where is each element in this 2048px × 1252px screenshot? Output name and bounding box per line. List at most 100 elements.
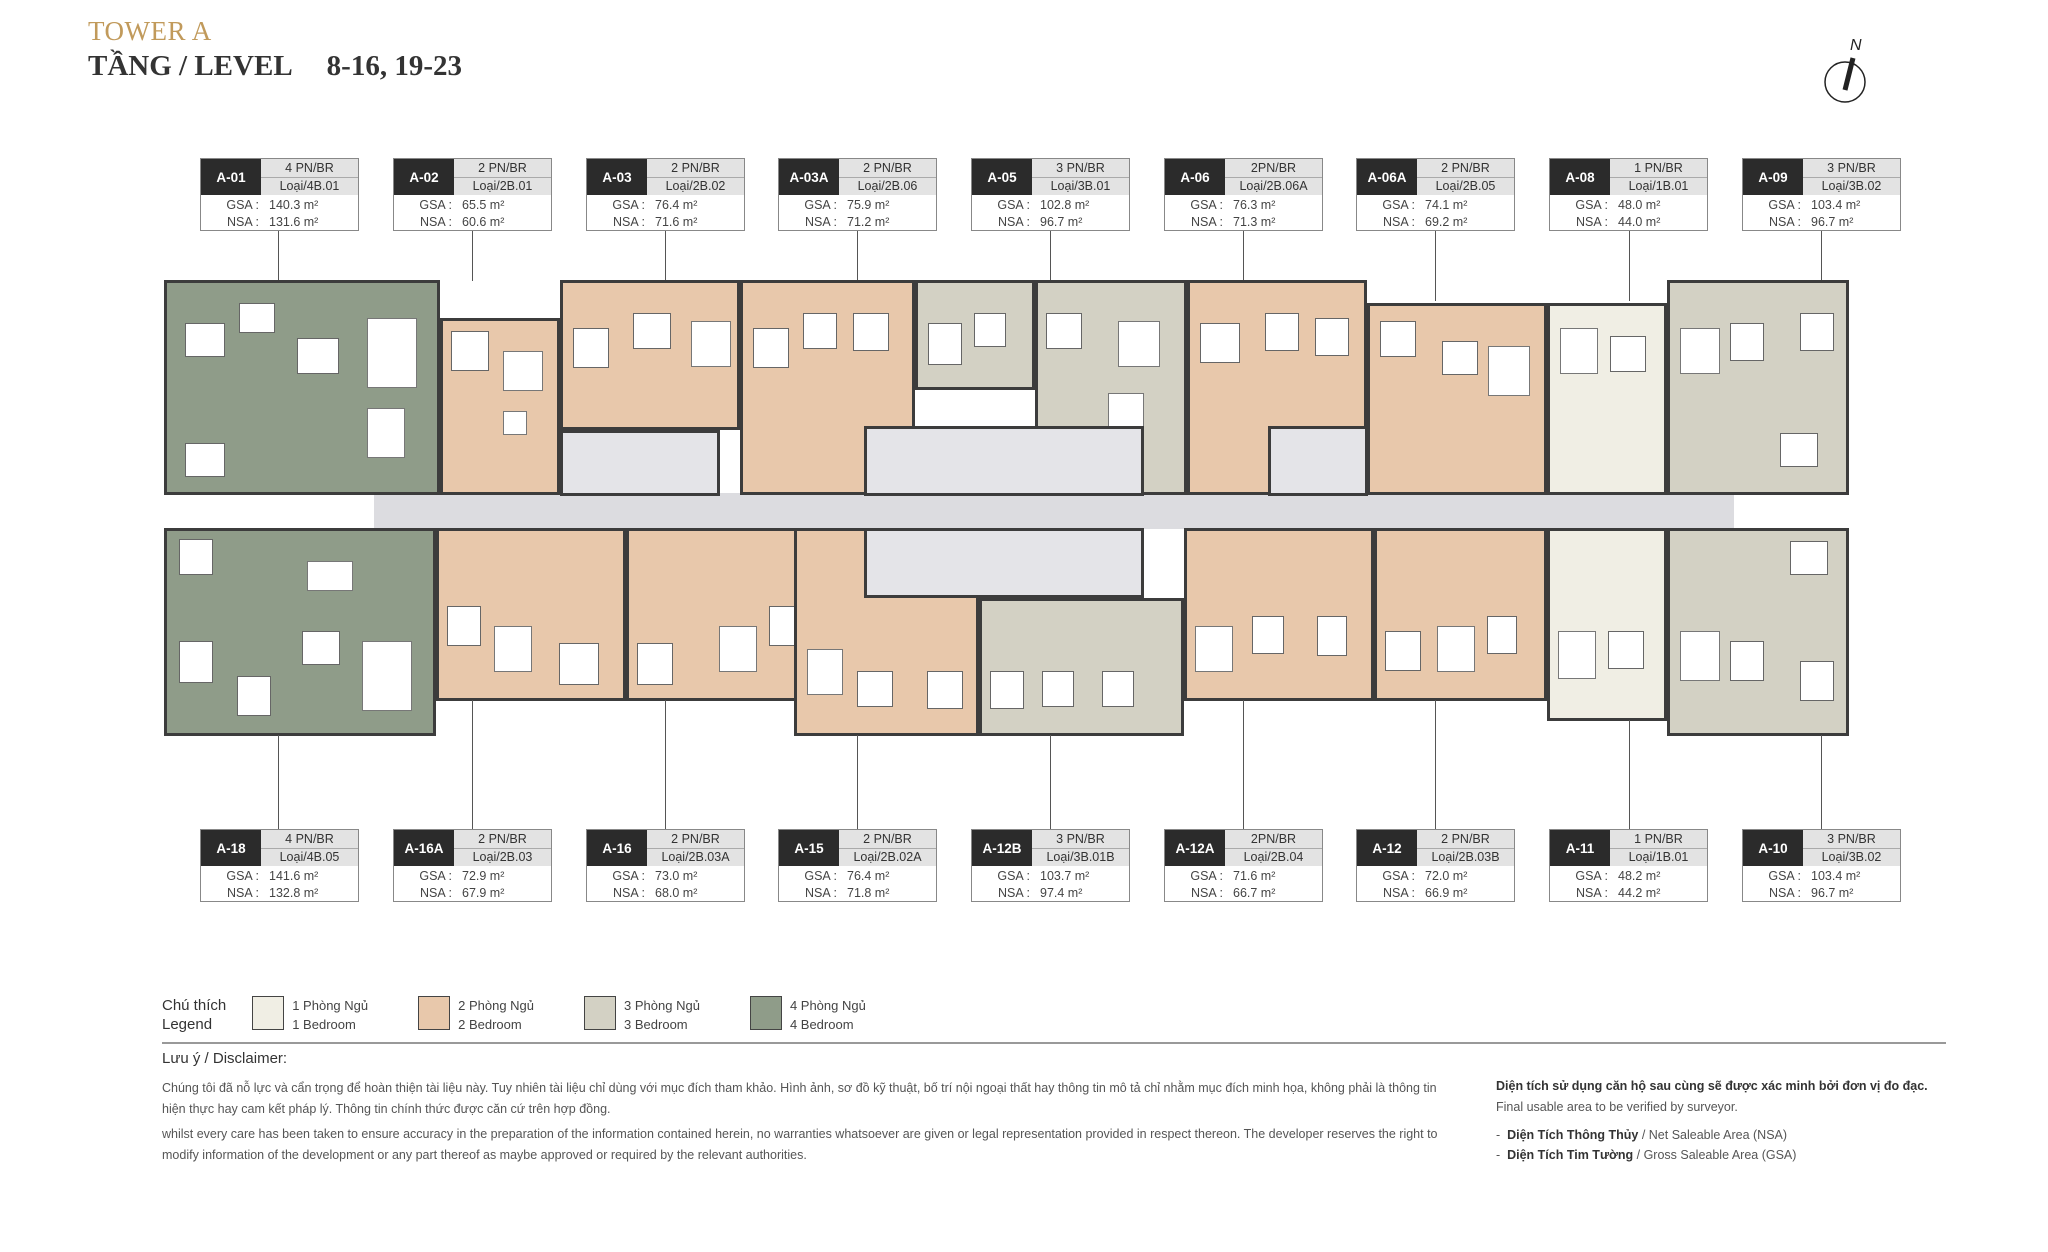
- leader-line: [472, 700, 473, 830]
- unit-a-01[interactable]: [164, 280, 440, 495]
- nsa-label: NSA :: [805, 885, 837, 900]
- unit-bedrooms: 3 PN/BR: [1803, 830, 1900, 849]
- unit-a-12a[interactable]: [1184, 528, 1374, 701]
- leader-line: [1050, 231, 1051, 281]
- nsa-value: 96.7 m²: [1811, 214, 1854, 229]
- legend-label-vi: 1 Phòng Ngủ: [292, 998, 369, 1013]
- unit-a-10[interactable]: [1667, 528, 1849, 736]
- unit-type: Loại/2B.02: [647, 177, 744, 195]
- leader-line: [1821, 231, 1822, 281]
- unit-a-02[interactable]: [440, 318, 560, 495]
- leader-line: [1243, 231, 1244, 281]
- gsa-label: GSA :: [1768, 868, 1801, 883]
- unit-a-18[interactable]: [164, 528, 436, 736]
- unit-id: A-16A: [394, 830, 454, 866]
- unit-type: Loại/3B.01: [1032, 177, 1129, 195]
- unit-a-16[interactable]: [626, 528, 806, 701]
- unit-type: Loại/2B.03B: [1417, 848, 1514, 866]
- leader-line: [1629, 720, 1630, 830]
- gsa-def-en: / Gross Saleable Area (GSA): [1633, 1148, 1797, 1162]
- nsa-value: 44.0 m²: [1618, 214, 1661, 229]
- gsa-label: GSA :: [419, 868, 452, 883]
- lift-core-south: [864, 528, 1144, 598]
- leader-line: [1435, 231, 1436, 301]
- unit-bedrooms: 2 PN/BR: [647, 830, 744, 849]
- unit-type: Loại/4B.01: [261, 177, 358, 195]
- stair-core-west: [560, 430, 720, 496]
- gsa-label: GSA :: [226, 197, 259, 212]
- gsa-label: GSA :: [1575, 868, 1608, 883]
- gsa-label: GSA :: [612, 197, 645, 212]
- nsa-value: 67.9 m²: [462, 885, 505, 900]
- legend-label-en: 3 Bedroom: [624, 1017, 688, 1032]
- nsa-label: NSA :: [1191, 214, 1223, 229]
- unit-bedrooms: 2 PN/BR: [454, 830, 551, 849]
- leader-line: [1435, 700, 1436, 830]
- north-compass-icon: N: [1820, 30, 1880, 110]
- unit-id: A-12A: [1165, 830, 1225, 866]
- nsa-value: 97.4 m²: [1040, 885, 1083, 900]
- gsa-value: 48.2 m²: [1618, 868, 1661, 883]
- nsa-value: 60.6 m²: [462, 214, 505, 229]
- unit-a-06a[interactable]: [1367, 303, 1547, 495]
- unit-a-08[interactable]: [1547, 303, 1667, 495]
- gsa-label: GSA :: [804, 868, 837, 883]
- unit-a-12[interactable]: [1374, 528, 1547, 701]
- nsa-value: 44.2 m²: [1618, 885, 1661, 900]
- unit-bedrooms: 3 PN/BR: [1032, 159, 1129, 178]
- floor-plan: [164, 278, 1884, 743]
- nsa-definition: - Diện Tích Thông Thủy / Net Saleable Ar…: [1496, 1128, 1788, 1142]
- gsa-label: GSA :: [1768, 197, 1801, 212]
- nsa-label: NSA :: [1576, 885, 1608, 900]
- gsa-value: 140.3 m²: [269, 197, 319, 212]
- unit-type: Loại/2B.05: [1417, 177, 1514, 195]
- legend-label-en: 1 Bedroom: [292, 1017, 356, 1032]
- nsa-label: NSA :: [227, 885, 259, 900]
- unit-id: A-05: [972, 159, 1032, 195]
- nsa-label: NSA :: [1383, 885, 1415, 900]
- unit-id: A-06: [1165, 159, 1225, 195]
- unit-id: A-03A: [779, 159, 839, 195]
- unit-bedrooms: 4 PN/BR: [261, 830, 358, 849]
- gsa-value: 73.0 m²: [655, 868, 698, 883]
- legend-swatch: [252, 996, 285, 1030]
- unit-a-09[interactable]: [1667, 280, 1849, 495]
- unit-a-05[interactable]: [915, 280, 1035, 390]
- unit-type: Loại/2B.02A: [839, 848, 936, 866]
- unit-a-16a[interactable]: [436, 528, 626, 701]
- gsa-definition: - Diện Tích Tim Tường / Gross Saleable A…: [1496, 1148, 1797, 1162]
- nsa-value: 131.6 m²: [269, 214, 319, 229]
- unit-a-03[interactable]: [560, 280, 740, 430]
- nsa-label: NSA :: [998, 885, 1030, 900]
- unit-id: A-10: [1743, 830, 1803, 866]
- nsa-value: 96.7 m²: [1040, 214, 1083, 229]
- nsa-label: NSA :: [420, 214, 452, 229]
- unit-type: Loại/3B.02: [1803, 848, 1900, 866]
- gsa-value: 75.9 m²: [847, 197, 890, 212]
- unit-a-12b[interactable]: [979, 598, 1184, 736]
- unit-a-11[interactable]: [1547, 528, 1667, 721]
- gsa-value: 48.0 m²: [1618, 197, 1661, 212]
- unit-bedrooms: 3 PN/BR: [1032, 830, 1129, 849]
- disclaimer-vi: Chúng tôi đã nỗ lực và cẩn trọng để hoàn…: [162, 1081, 1437, 1116]
